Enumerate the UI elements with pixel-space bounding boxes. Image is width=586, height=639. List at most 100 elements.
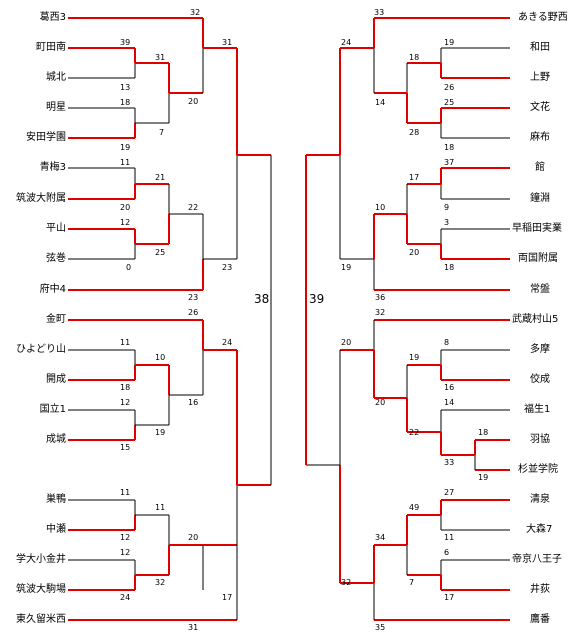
score-label: 25 <box>155 248 166 257</box>
score-label: 39 <box>120 38 131 47</box>
score-label: 19 <box>120 143 131 152</box>
score-label: 18 <box>409 53 420 62</box>
team-left[interactable]: ひよどり山 <box>16 344 66 355</box>
team-right[interactable]: 帝京八王子 <box>512 554 562 565</box>
team-left[interactable]: 安田学園 <box>26 132 66 143</box>
score-label: 32 <box>155 578 166 587</box>
team-right[interactable]: 武蔵村山5 <box>512 314 559 325</box>
team-left[interactable]: 平山 <box>46 223 66 234</box>
team-right[interactable]: 大森7 <box>526 524 553 535</box>
score-label: 28 <box>409 128 420 137</box>
score-label: 6 <box>444 548 450 557</box>
team-left[interactable]: 東久留米西 <box>16 614 66 625</box>
team-right[interactable]: 多摩 <box>530 344 550 355</box>
score-label: 27 <box>444 488 455 497</box>
score-label: 33 <box>444 458 455 467</box>
score-label: 34 <box>375 533 386 542</box>
score-label: 11 <box>120 158 131 167</box>
team-right[interactable]: 早稲田実業 <box>512 223 562 234</box>
score-label: 19 <box>341 263 352 272</box>
team-left[interactable]: 学大小金井 <box>16 554 66 565</box>
score-label: 19 <box>444 38 455 47</box>
team-left[interactable]: 筑波大駒場 <box>16 584 66 595</box>
score-label: 13 <box>120 83 131 92</box>
team-left[interactable]: 城北 <box>46 72 66 83</box>
score-label: 19 <box>409 353 420 362</box>
score-label: 32 <box>341 578 352 587</box>
team-right[interactable]: 上野 <box>530 72 550 83</box>
team-right[interactable]: 佼成 <box>530 374 550 385</box>
score-label: 7 <box>159 128 165 137</box>
score-label: 22 <box>188 203 199 212</box>
score-label: 25 <box>444 98 455 107</box>
team-right[interactable]: 常盤 <box>530 284 550 295</box>
score-label: 18 <box>444 263 455 272</box>
team-left[interactable]: 青梅3 <box>39 162 66 173</box>
score-label: 31 <box>188 623 199 632</box>
score-label: 8 <box>444 338 450 347</box>
score-label: 20 <box>409 248 420 257</box>
team-right[interactable]: 羽協 <box>530 434 550 445</box>
score-label: 20 <box>188 97 199 106</box>
team-right[interactable]: 清泉 <box>530 494 550 505</box>
score-label: 20 <box>120 203 131 212</box>
team-left[interactable]: 巣鴨 <box>46 494 66 505</box>
team-right[interactable]: 和田 <box>530 42 550 53</box>
final-score-left: 38 <box>254 292 270 306</box>
team-left[interactable]: 葛西3 <box>39 12 66 23</box>
score-label: 10 <box>155 353 166 362</box>
score-label: 18 <box>478 428 489 437</box>
team-right[interactable]: 文花 <box>530 102 550 113</box>
team-left[interactable]: 開成 <box>46 374 66 385</box>
score-label: 10 <box>375 203 386 212</box>
score-label: 18 <box>444 143 455 152</box>
score-label: 18 <box>120 98 131 107</box>
score-label: 12 <box>120 548 131 557</box>
team-left[interactable]: 金町 <box>46 314 66 325</box>
score-label: 0 <box>126 263 132 272</box>
score-label: 32 <box>190 8 201 17</box>
team-right[interactable]: 両国附属 <box>518 253 558 264</box>
team-left[interactable]: 筑波大附属 <box>16 193 66 204</box>
score-label: 11 <box>155 503 166 512</box>
team-right[interactable]: 麻布 <box>530 132 550 143</box>
team-right[interactable]: 福生1 <box>524 404 551 415</box>
score-label: 16 <box>444 383 455 392</box>
team-left[interactable]: 府中4 <box>39 284 66 295</box>
team-left[interactable]: 弦巻 <box>46 253 66 264</box>
score-label: 19 <box>478 473 489 482</box>
score-label: 35 <box>375 623 386 632</box>
team-right[interactable]: あきる野西 <box>518 12 568 23</box>
score-label: 36 <box>375 293 386 302</box>
final-score-right: 39 <box>309 292 325 306</box>
team-right[interactable]: 井荻 <box>530 584 550 595</box>
score-label: 18 <box>120 383 131 392</box>
score-label: 7 <box>409 578 415 587</box>
team-right[interactable]: 館 <box>535 162 545 173</box>
team-right[interactable]: 鐘淵 <box>530 193 550 204</box>
team-left[interactable]: 中瀬 <box>46 524 66 535</box>
score-label: 23 <box>222 263 233 272</box>
team-left[interactable]: 国立1 <box>39 404 66 415</box>
team-left[interactable]: 成城 <box>46 434 66 445</box>
score-label: 20 <box>341 338 352 347</box>
score-label: 12 <box>120 218 131 227</box>
score-label: 17 <box>409 173 420 182</box>
score-label: 22 <box>409 428 420 437</box>
score-label: 37 <box>444 158 455 167</box>
score-label: 21 <box>155 173 166 182</box>
score-label: 32 <box>375 308 386 317</box>
score-label: 33 <box>374 8 385 17</box>
team-left[interactable]: 明星 <box>46 102 66 113</box>
team-right[interactable]: 鷹番 <box>530 614 550 625</box>
score-label: 20 <box>188 533 199 542</box>
score-label: 24 <box>341 38 352 47</box>
score-label: 17 <box>222 593 233 602</box>
team-left[interactable]: 町田南 <box>36 42 66 53</box>
score-label: 9 <box>444 203 450 212</box>
score-label: 12 <box>120 533 131 542</box>
team-right[interactable]: 杉並学院 <box>518 464 558 475</box>
score-label: 49 <box>409 503 420 512</box>
